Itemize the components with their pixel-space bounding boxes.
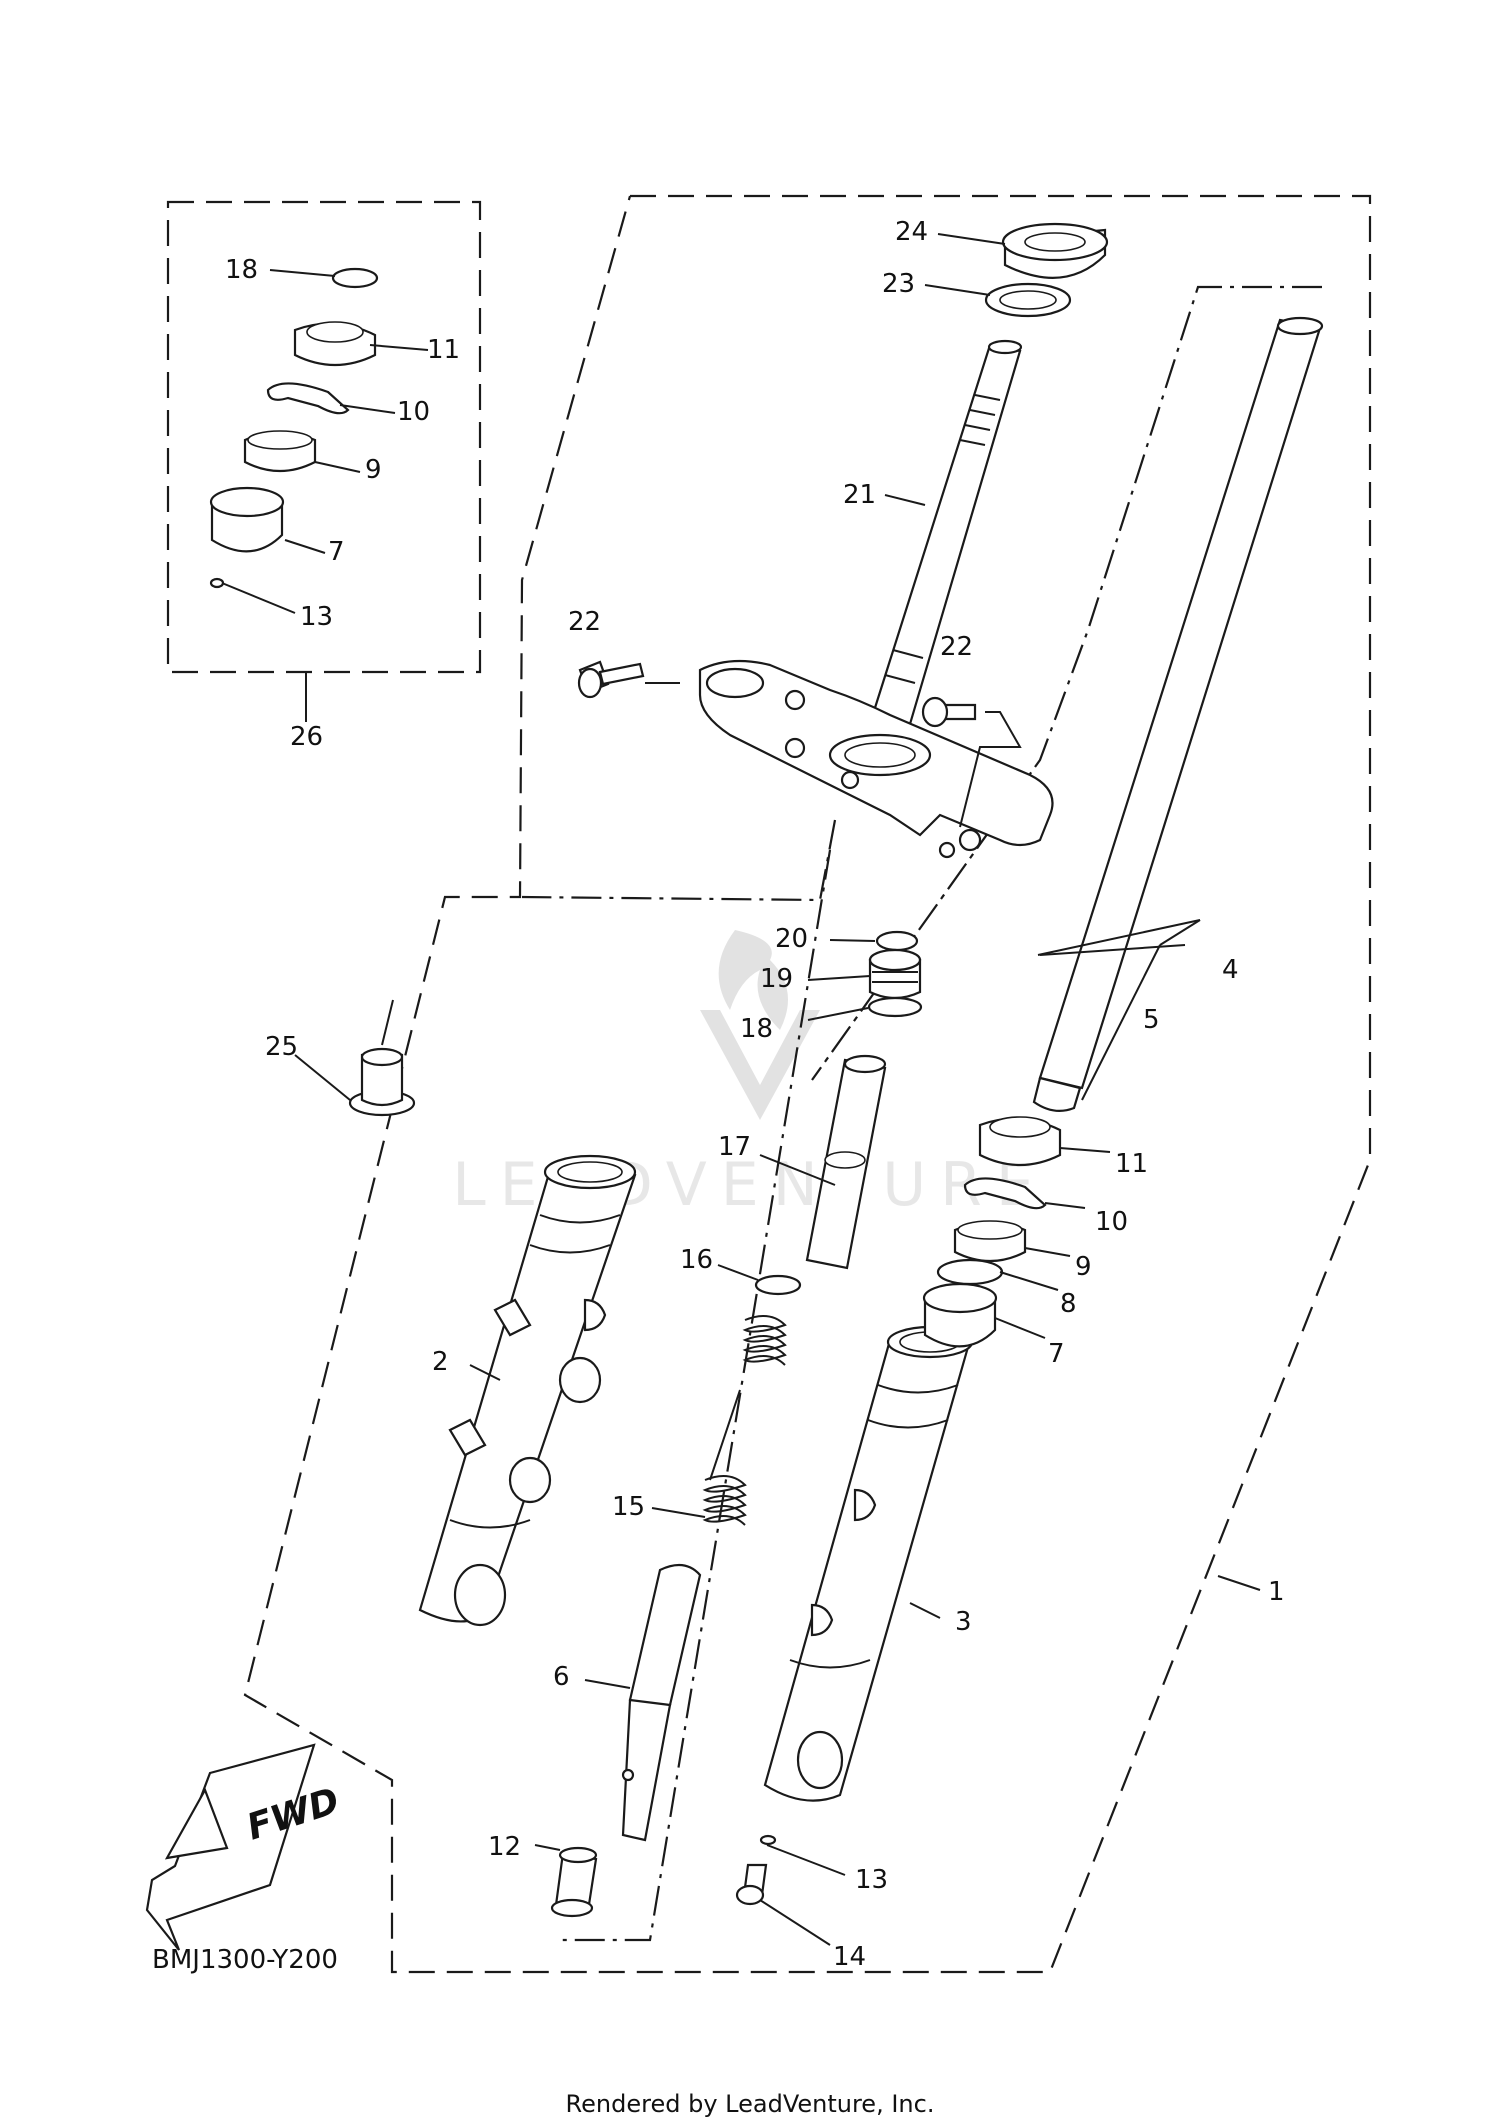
bushing-7 xyxy=(922,1282,998,1348)
bushing-7-kit xyxy=(209,486,285,553)
callout-10: 10 xyxy=(1095,1207,1128,1237)
callout-13-kit: 13 xyxy=(300,602,333,632)
callout-25: 25 xyxy=(265,1032,298,1062)
callout-22-left: 22 xyxy=(568,607,601,637)
bearing-cover-24 xyxy=(1001,222,1109,279)
bushing-12 xyxy=(550,1846,598,1918)
inner-tube-4 xyxy=(1032,316,1324,1113)
bolt-22-left xyxy=(577,660,645,699)
oil-seal-9-kit xyxy=(243,430,317,472)
callout-24: 24 xyxy=(895,217,928,247)
callout-26: 26 xyxy=(290,722,323,752)
o-ring-18-kit xyxy=(331,267,379,289)
callout-9: 9 xyxy=(1075,1252,1092,1282)
washer-13 xyxy=(759,1834,777,1846)
washer-8 xyxy=(936,1258,1004,1286)
callout-6: 6 xyxy=(553,1662,570,1692)
callout-2: 2 xyxy=(432,1347,449,1377)
callout-11: 11 xyxy=(1115,1149,1148,1179)
damper-rod-6 xyxy=(621,1563,702,1842)
steering-shaft-21 xyxy=(865,339,1023,743)
callout-10-kit: 10 xyxy=(397,397,430,427)
callout-20: 20 xyxy=(775,924,808,954)
oil-seal-9 xyxy=(953,1220,1027,1262)
callout-12: 12 xyxy=(488,1832,521,1862)
callout-21: 21 xyxy=(843,480,876,510)
callout-5: 5 xyxy=(1143,1005,1160,1035)
retaining-clip-10-kit xyxy=(266,382,350,415)
fork-parts-upper xyxy=(577,222,1109,859)
callout-18-kit: 18 xyxy=(225,255,258,285)
callout-14: 14 xyxy=(833,1942,866,1972)
spring-15 xyxy=(702,1315,787,1526)
spacer-17 xyxy=(805,1054,887,1270)
washer-13-kit xyxy=(209,577,225,589)
dust-seal-11 xyxy=(978,1116,1062,1167)
fork-parts-right xyxy=(348,1047,1062,1906)
o-ring-18 xyxy=(867,996,923,1018)
outer-tube-2 xyxy=(418,1154,637,1627)
callout-13: 13 xyxy=(855,1865,888,1895)
leadventure-watermark: LEADVENTURE xyxy=(452,930,1034,1220)
washer-16 xyxy=(754,1274,802,1296)
rendered-by-footer: Rendered by LeadVenture, Inc. xyxy=(566,2090,935,2118)
outer-tube-3 xyxy=(763,1325,974,1802)
lower-bracket xyxy=(698,659,1054,859)
bolt-22-right xyxy=(921,696,977,728)
callout-4: 4 xyxy=(1222,955,1239,985)
callout-18: 18 xyxy=(740,1014,773,1044)
group-boundaries xyxy=(166,194,1372,1974)
retaining-clip-10 xyxy=(963,1177,1047,1210)
callout-19: 19 xyxy=(760,964,793,994)
callout-17: 17 xyxy=(718,1132,751,1162)
callout-1: 1 xyxy=(1268,1577,1285,1607)
callout-15: 15 xyxy=(612,1492,645,1522)
cap-bolt-19 xyxy=(868,948,922,1000)
callout-labels: 18 11 10 9 7 13 26 24 23 21 22 22 20 19 … xyxy=(225,217,1285,1972)
fork-parts-middle xyxy=(550,930,923,1918)
leader-lines xyxy=(221,233,1261,1946)
callout-23: 23 xyxy=(882,269,915,299)
bearing-23 xyxy=(984,282,1072,318)
callout-7: 7 xyxy=(1048,1339,1065,1369)
callout-16: 16 xyxy=(680,1245,713,1275)
callout-22-right: 22 xyxy=(940,632,973,662)
fwd-arrow: FWD xyxy=(145,1743,344,1951)
diagram-code: BMJ1300-Y200 xyxy=(152,1945,338,1975)
callout-8: 8 xyxy=(1060,1289,1077,1319)
kit-parts xyxy=(209,267,379,589)
bolt-14 xyxy=(735,1863,768,1906)
callout-3: 3 xyxy=(955,1607,972,1637)
dust-seal-11-kit xyxy=(293,321,377,367)
callout-7-kit: 7 xyxy=(328,537,345,567)
callout-11-kit: 11 xyxy=(427,335,460,365)
collar-25 xyxy=(348,1047,416,1117)
cap-20 xyxy=(875,930,919,952)
callout-9-kit: 9 xyxy=(365,455,382,485)
